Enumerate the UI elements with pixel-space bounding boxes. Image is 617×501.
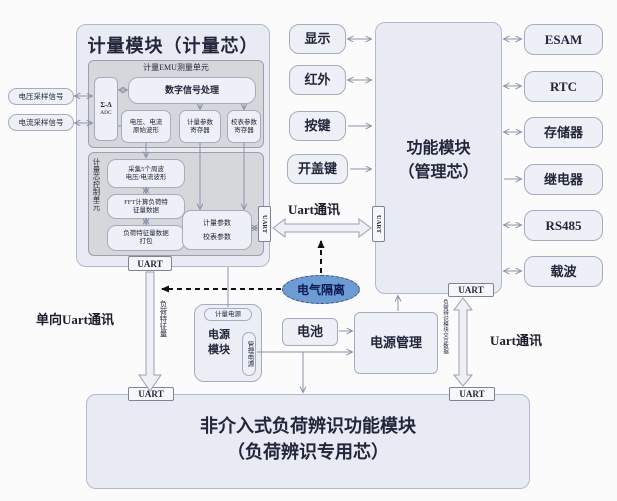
param-mirror-box: 计量参数 校表参数 [182,210,252,250]
function-module-title-line1: 功能模块 [406,140,471,157]
arrow-uart-horizontal [272,218,372,238]
rs485-box: RS485 [524,210,603,241]
metering-power-label: 计量电源 [215,310,241,318]
control-unit-title: 计量芯控制单元 [92,158,101,211]
calibration-param-register-line1: 校表参数 [231,118,257,126]
power-module-title-line1: 电源 [208,329,230,341]
uart-comm-top-label: Uart通讯 [288,202,340,217]
one-way-uart-label: 单向Uart通讯 [36,312,114,327]
measure-unit-title: 计量EMU测量单元 [143,63,209,72]
management-power-pill: 管理电源 [242,332,256,376]
cover-key-box: 开盖键 [287,154,348,184]
arrow-uart-vertical-right [452,297,474,387]
load-feature-vertical-label: 负荷特征量 [159,300,168,338]
relay-box: 继电器 [524,164,603,195]
waveform-register-line2: 原始波形 [133,126,159,134]
uart-comm-right-label: Uart通讯 [490,333,542,348]
battery-box: 电池 [282,318,338,346]
load-identification-title-line1: 非介入式负荷辨识功能模块 [200,416,416,436]
current-sample-pill: 电流采样信号 [8,114,74,131]
calibration-param-register-box: 校表参数 寄存器 [227,110,261,143]
battery-label: 电池 [296,324,323,340]
adc-label-line1: Σ-Δ [100,101,112,110]
rs485-label: RS485 [545,217,582,233]
bottom-uart-right-tag: UART [449,387,495,401]
package-step-box: 负荷特征量数据 打包 [107,225,185,251]
metering-module-title: 计量模块（计量芯） [87,36,259,56]
infrared-label: 红外 [304,72,331,88]
electrical-isolation-label: 电气隔离 [296,283,345,297]
keys-label: 按键 [304,118,331,134]
package-step-line1: 负荷特征量数据 [123,230,169,238]
storage-label: 存储器 [543,124,583,140]
dsp-box: 数字信号处理 [128,77,256,104]
fft-step-line2: 征量数据 [133,206,159,214]
metering-uart-right-tag: UART [258,206,271,242]
dsp-label: 数字信号处理 [164,85,219,96]
load-identification-module [86,394,530,489]
rtc-box: RTC [524,71,603,102]
storage-box: 存储器 [524,117,603,148]
function-uart-left-tag: UART [372,206,385,242]
keys-box: 按键 [289,111,346,141]
fft-step-line1: FFT计算负荷特 [124,198,168,206]
electrical-isolation-ellipse: 电气隔离 [282,275,360,304]
relay-label: 继电器 [543,171,583,187]
bottom-uart-left-tag: UART [128,387,174,401]
carrier-box: 载波 [524,256,603,287]
adc-label-line2: ADC [100,109,112,116]
capture-step-line1: 采集5个周波 [128,165,164,173]
current-sample-label: 电流采样信号 [18,117,64,127]
capture-step-box: 采集5个周波 电压/电流波形 [107,159,185,188]
param-mirror-line1: 计量参数 [203,218,231,227]
esam-label: ESAM [544,31,583,47]
voltage-sample-label: 电压采样信号 [18,91,64,101]
cover-key-label: 开盖键 [297,161,337,177]
carrier-label: 载波 [550,263,577,279]
function-module-title-line2: （管理芯） [398,164,479,181]
package-step-line2: 打包 [139,238,153,245]
rtc-label: RTC [550,78,577,94]
power-management-label: 电源管理 [369,335,422,351]
display-label: 显示 [304,31,331,47]
function-uart-bottom-tag: UART [448,283,494,297]
management-power-label: 管理电源 [245,341,253,367]
load-id-interface-vertical-label: 负荷辨识模块交互数据 [442,299,448,354]
infrared-box: 红外 [289,65,346,95]
waveform-register-line1: 电压、电流 [129,118,163,126]
power-module-title: 电源 模块 [196,328,242,358]
calibration-param-register-line2: 寄存器 [234,126,254,134]
param-mirror-line2: 校表参数 [203,232,231,241]
metering-param-register-line1: 计量参数 [187,118,213,126]
metering-uart-bottom-tag: UART [128,256,172,271]
display-box: 显示 [289,24,346,54]
waveform-register-box: 电压、电流 原始波形 [121,110,171,143]
fft-step-box: FFT计算负荷特 征量数据 [107,194,185,219]
metering-power-pill: 计量电源 [204,308,252,321]
load-identification-title-line2: （负荷辨识专用芯） [227,442,389,462]
capture-step-line2: 电压/电流波形 [125,173,167,181]
power-management-box: 电源管理 [354,312,438,374]
adc-box: Σ-Δ ADC [94,77,118,141]
metering-param-register-box: 计量参数 寄存器 [179,110,221,143]
metering-param-register-line2: 寄存器 [190,126,210,134]
esam-box: ESAM [524,24,603,55]
power-module-title-line2: 模块 [208,343,230,356]
voltage-sample-pill: 电压采样信号 [8,88,74,105]
function-module [375,22,502,294]
